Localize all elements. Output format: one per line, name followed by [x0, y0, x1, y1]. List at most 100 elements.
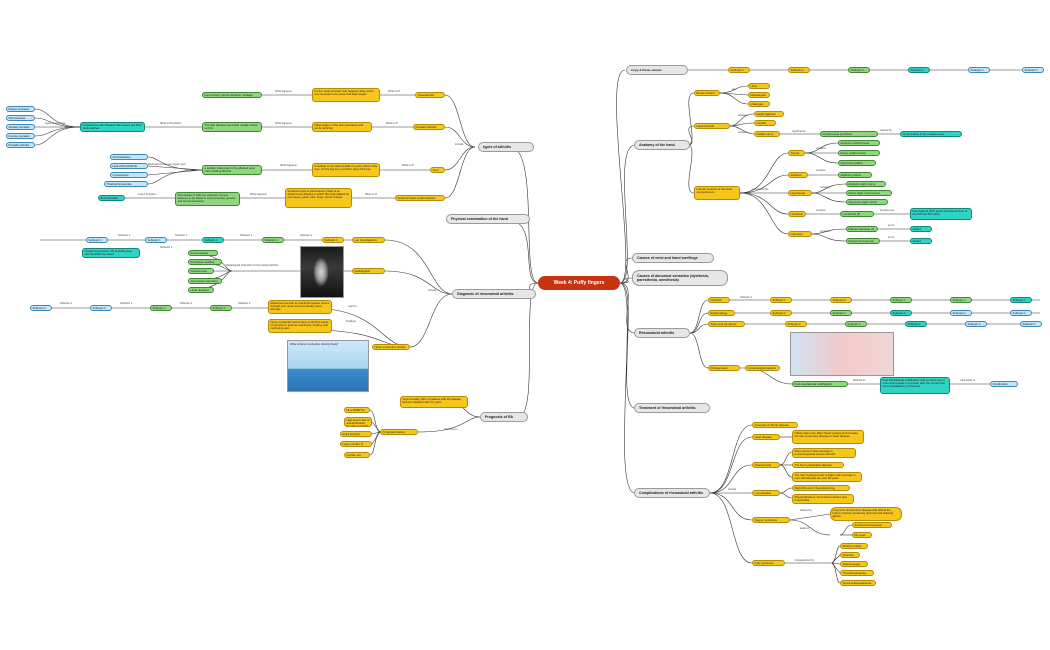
bones-of-hand[interactable]: Bones of hand — [694, 90, 720, 96]
gout-happen[interactable]: a sudden sharp pain in the affected area… — [202, 165, 262, 175]
osteo-loss[interactable]: loss of body's shock-absorber cartilage — [202, 92, 262, 98]
adductor-item[interactable]: Adductor pollicis — [838, 172, 872, 178]
citrullination[interactable]: Citrullination — [990, 381, 1018, 387]
psoriasis-type-5[interactable]: Psoriatic arthritis — [6, 142, 35, 148]
branch-diagnosis[interactable]: Diagnosis of rheumatoid arthritis — [452, 289, 536, 299]
carpal-tunnel[interactable]: Carpal tunnel syndrome — [820, 131, 878, 137]
sle[interactable]: Systemic lupus erythematosus — [395, 195, 445, 201]
anaemia[interactable]: Anaemia of chronic disease — [752, 422, 798, 428]
adductor[interactable]: Adductor — [788, 172, 808, 178]
thenar-item-1[interactable]: Abductor pollicis brevis — [838, 140, 880, 146]
psoriatic-desc[interactable]: inflammation of the skin (psoriasis) and… — [312, 122, 372, 132]
factor-3[interactable]: Extra articular manifestations — [340, 431, 372, 437]
hypothenar[interactable]: Hypothenar — [788, 190, 812, 196]
psoriasis-type-4[interactable]: Inverse psoriasis — [6, 133, 35, 139]
lung-1[interactable]: Slight fibrosis in rheumatoid lung — [792, 485, 850, 491]
lab-sub-1[interactable]: Subtopic 1 — [322, 237, 344, 243]
dry-eyes[interactable]: Dry eyes — [852, 532, 872, 538]
branch-complications[interactable]: Complications of rheumatoid arthritis — [634, 488, 710, 498]
osteoarthritis[interactable]: Osteoarthritis — [415, 92, 445, 98]
felty-2[interactable]: Anaemia — [840, 552, 860, 558]
copy-subtopic-5[interactable]: Subtopic 1 — [968, 67, 990, 73]
intrinsic-muscles[interactable]: Intrinsic muscles of the hand compartmen… — [694, 186, 740, 200]
psoriasis-is[interactable]: Psoriasis is a skin disease that causes … — [80, 122, 145, 132]
ra-signs-node-3[interactable]: Subtopic 1 — [905, 321, 927, 327]
branch-prognosis[interactable]: Prognosis of RA — [480, 412, 528, 422]
lab-investigations[interactable]: Lab investigations — [352, 237, 385, 243]
post-translational[interactable]: Post-translational modification — [792, 381, 848, 387]
ra-pathogenesis[interactable]: Pathogenesis — [708, 365, 740, 371]
osteo-1[interactable]: More common than average in postmenopaus… — [792, 448, 856, 458]
radio-investigations[interactable]: Radiological investigations — [352, 268, 385, 274]
palmar-interossei[interactable]: Palmar interossei (3) — [846, 226, 878, 232]
copy-subtopic-3[interactable]: Subtopic 1 — [848, 67, 870, 73]
compression-median[interactable]: Compression of the median nerve — [900, 131, 962, 137]
butterfly-rash[interactable]: Butterfly Rash — [98, 195, 125, 201]
osteo-3[interactable]: The risk of osteoporosis is higher than … — [792, 472, 862, 482]
radio-4[interactable]: Joint space narrowing — [188, 278, 222, 284]
ra-signs[interactable]: Signs and symptoms — [708, 321, 745, 327]
factor-4[interactable]: Large number of involved joints — [340, 441, 372, 447]
ra-signs-node-4[interactable]: Subtopic 1 — [965, 321, 987, 327]
branch-causes-sensation[interactable]: Causes of abnormal sensation (dysthesia,… — [632, 270, 728, 286]
lumbricals-4[interactable]: Lumbricals (4) — [840, 211, 874, 217]
osteo-desc[interactable]: It's the 'wear and tear' that happens wh… — [312, 88, 380, 102]
nerve-find[interactable]: Nerve conduction test is done to find th… — [268, 319, 332, 333]
psoriasis-type-1[interactable]: Plaque psoriasis — [6, 106, 35, 112]
nerve-sub-4[interactable]: Subtopic 1 — [30, 305, 52, 311]
radio-2[interactable]: Soft tissue swelling — [188, 259, 222, 265]
prognosis-pct[interactable]: Approximately 40% of patients with RA di… — [400, 396, 468, 408]
adduct-fingers[interactable]: Adduct fingers — [910, 226, 932, 232]
lig-item-1[interactable]: Radial ligament — [754, 111, 784, 117]
branch-types[interactable]: types of arthritis — [478, 142, 534, 152]
branch-causes-wrist[interactable]: Causes of wrist and hand swellings — [632, 253, 714, 263]
post-trans-def[interactable]: Post translational modification that con… — [880, 377, 950, 394]
dorsal-interossei[interactable]: Dorsal interossei (4) — [846, 238, 880, 244]
interossei[interactable]: Interossei — [788, 231, 812, 237]
ra-epi-node-3[interactable]: Subtopic 1 — [890, 310, 912, 316]
radio-1[interactable]: Erosions/area — [188, 250, 218, 256]
factor-2[interactable]: High serum titer of autoantibodies like … — [344, 417, 372, 427]
branch-anatomy[interactable]: Anatomy of the hand — [634, 140, 690, 150]
gout-desc[interactable]: A buildup of uric acid crystals in a joi… — [312, 163, 380, 177]
ra-signs-node-2[interactable]: Subtopic 1 — [845, 321, 867, 327]
copy-subtopic-6[interactable]: Subtopic 1 — [1022, 67, 1044, 73]
ra-epi-node-2[interactable]: Subtopic 1 — [830, 310, 852, 316]
gout-med-4[interactable]: Thiazide/furosemide — [104, 181, 148, 187]
ra-signs-node-5[interactable]: Subtopic 1 — [1020, 321, 1042, 327]
radio-5[interactable]: Ulnar deviation — [188, 287, 214, 293]
bone-item-2[interactable]: Metacarpals — [748, 92, 770, 98]
sjogren[interactable]: Sjogren syndrome — [752, 517, 790, 523]
nerve-sub-1[interactable]: Subtopic 1 — [210, 305, 232, 311]
heart-desc[interactable]: Inflammation can affect blood vessels an… — [792, 430, 864, 444]
ra-def-node-4[interactable]: Subtopic 1 — [950, 297, 972, 303]
immuno-aspects[interactable]: Immunological aspects — [745, 365, 780, 371]
felty-5[interactable]: Sore/Leukopenia/acute — [840, 580, 876, 586]
gout[interactable]: Gout — [430, 167, 445, 173]
ra-def-node-1[interactable]: Subtopic 1 — [770, 297, 792, 303]
gout-med-1[interactable]: Chlorthalidone — [110, 154, 148, 160]
radio-3[interactable]: Osteoporosis — [188, 268, 214, 274]
psoriasis-first[interactable]: The skin disease (psoriasis) usually sho… — [202, 122, 262, 132]
nerve-conduction[interactable]: Nerve conduction studies — [372, 344, 410, 350]
copy-subtopic-2[interactable]: Subtopic 1 — [788, 67, 810, 73]
heart-disease[interactable]: Heart disease — [752, 434, 780, 440]
copy-subtopic-4[interactable]: Subtopic 1 — [908, 67, 930, 73]
ra-epi-node-4[interactable]: Subtopic 1 — [950, 310, 972, 316]
hypo-item-2[interactable]: Flexor digiti minimi brevis — [846, 190, 892, 196]
osteo-2[interactable]: The hip is particularly affected — [792, 462, 844, 468]
felty-4[interactable]: Thrombocytopenia — [840, 570, 874, 576]
ra-epi-node-5[interactable]: Subtopic 1 — [1010, 310, 1032, 316]
psoriasis-type-2[interactable]: Nail psoriasis — [6, 115, 35, 121]
lab-sub-4[interactable]: Subtopic 1 — [145, 237, 167, 243]
nerve-desc[interactable]: Measures how fast an electrical impulse … — [268, 300, 332, 314]
thenar-item-2[interactable]: Flexor pollicis brevis — [838, 150, 880, 156]
abduct-fingers[interactable]: Abduct — [910, 238, 932, 244]
hypo-item-1[interactable]: Abductor digiti minimi — [846, 181, 886, 187]
gout-med-3[interactable]: Cyclosporine — [110, 172, 148, 178]
copy-subtopic-1[interactable]: Subtopic 1 — [728, 67, 750, 73]
sle-desc[interactable]: Systemic lupus erythematosus (SLE) is an… — [285, 188, 352, 208]
central-topic[interactable]: Week 4: Puffy fingers — [538, 276, 620, 290]
lumb-function[interactable]: Flex digits at MCP joints and extend the… — [910, 208, 972, 220]
bone-item-3[interactable]: phalanges — [748, 101, 770, 107]
